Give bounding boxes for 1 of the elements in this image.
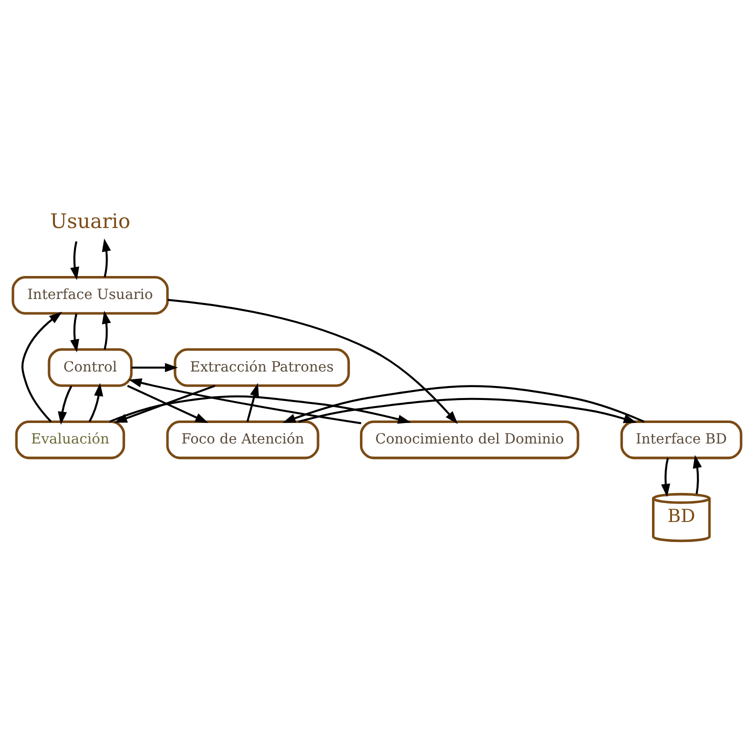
node-text: Usuario [50, 209, 130, 234]
